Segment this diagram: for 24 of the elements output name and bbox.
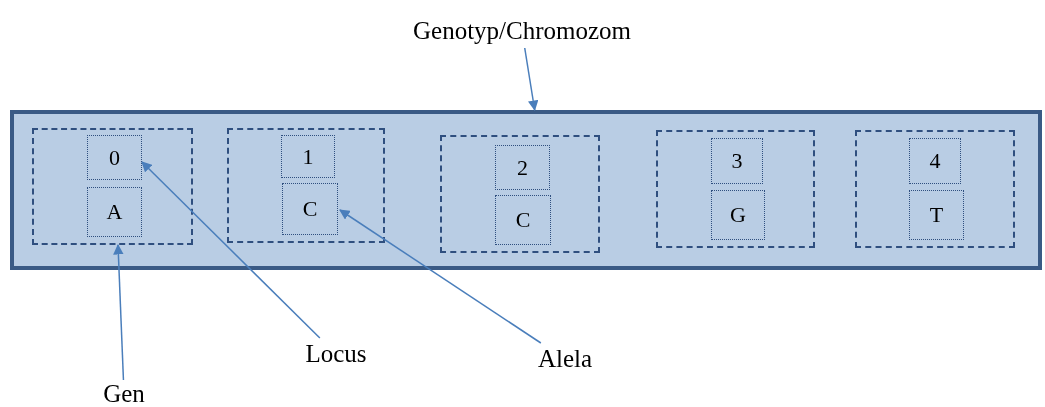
chromosome-bar [10,110,1042,270]
locus-box: 4 [909,138,961,184]
gene-box [855,130,1015,248]
locus-box: 2 [495,145,550,190]
allele-box: A [87,187,142,237]
callout-label: Gen [96,380,152,407]
gene-box [440,135,600,253]
gene-box [227,128,385,243]
callout-label: Alela [525,343,605,375]
callout-label: Genotyp/Chromozom [382,14,662,48]
allele-box: G [711,190,765,240]
locus-box: 0 [87,135,142,180]
arrow [524,47,539,112]
locus-box: 3 [711,138,763,184]
callout-label: Locus [296,338,376,370]
gene-box [656,130,815,248]
arrow [113,243,125,381]
locus-box: 1 [281,135,335,178]
gene-box [32,128,193,245]
arrow [141,161,321,339]
allele-box: C [282,183,338,235]
allele-box: T [909,190,964,240]
arrow [339,209,542,344]
allele-box: C [495,195,551,245]
